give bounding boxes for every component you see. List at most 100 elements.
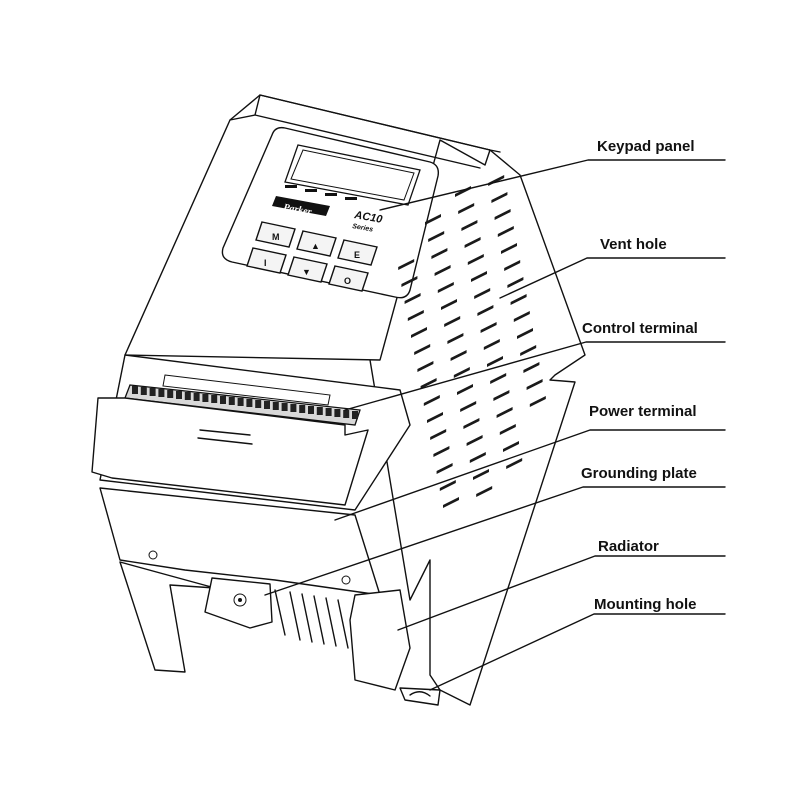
vent-slot: [466, 435, 483, 446]
label-keypad-panel: Keypad panel: [597, 138, 695, 155]
vent-slot: [417, 361, 434, 372]
label-radiator: Radiator: [598, 538, 659, 555]
control-pin: [264, 401, 270, 409]
vent-slot: [483, 339, 500, 350]
vent-slot: [433, 446, 450, 457]
key-m[interactable]: M: [255, 221, 296, 248]
vent-slot: [443, 497, 459, 508]
control-pin: [140, 387, 147, 395]
vent-slot: [517, 328, 533, 339]
vent-slot: [526, 379, 543, 390]
vent-holes: [398, 175, 546, 508]
vent-slot: [520, 345, 537, 356]
control-pin: [255, 400, 262, 408]
control-pin: [325, 408, 332, 416]
vent-slot: [493, 390, 510, 401]
control-pin: [343, 410, 350, 418]
control-pin: [193, 393, 200, 401]
svg-text:▼: ▼: [302, 267, 311, 277]
control-pin: [352, 411, 358, 419]
vent-slot: [461, 220, 478, 231]
vent-slot: [464, 237, 481, 248]
vent-slot: [467, 254, 484, 265]
svg-text:▲: ▲: [311, 241, 320, 251]
svg-text:I: I: [264, 258, 267, 268]
vent-slot: [491, 192, 508, 203]
vent-slot: [473, 469, 489, 480]
vent-slot: [430, 429, 447, 440]
vent-slot: [404, 293, 421, 304]
callout-power-terminal: Power terminal: [334, 403, 726, 521]
callout-radiator: Radiator: [397, 538, 726, 631]
control-pin: [132, 386, 138, 394]
control-terminal-strip: [124, 374, 361, 426]
control-pin: [211, 395, 218, 403]
key-i[interactable]: I: [246, 247, 287, 274]
vent-slot: [477, 305, 494, 316]
control-pin: [290, 404, 297, 412]
vent-slot: [463, 418, 480, 429]
vent-slot: [414, 344, 431, 355]
vent-slot: [469, 452, 486, 463]
vent-slot: [529, 396, 546, 407]
vent-slot: [450, 350, 467, 361]
label-mounting-hole: Mounting hole: [594, 596, 696, 613]
vent-slot: [476, 486, 493, 497]
vent-slot: [487, 356, 503, 367]
vent-slot: [423, 395, 440, 406]
control-pin: [246, 399, 253, 407]
control-pin: [149, 388, 156, 396]
svg-text:E: E: [354, 250, 360, 260]
vent-slot: [513, 311, 530, 322]
keypad: Parker AC10 Series M ▲ E I: [221, 126, 440, 299]
vent-slot: [501, 243, 517, 254]
vent-slot: [494, 209, 511, 220]
control-pin: [299, 405, 306, 413]
key-down[interactable]: ▼: [287, 256, 328, 283]
vent-slot: [497, 226, 514, 237]
vent-slot: [496, 407, 513, 418]
keypad-display: [284, 144, 421, 206]
control-pin: [316, 407, 323, 415]
vent-slot: [431, 248, 448, 259]
vent-slot: [457, 384, 473, 395]
label-vent-hole: Vent hole: [600, 236, 667, 253]
vent-slot: [428, 231, 445, 242]
control-pin: [220, 396, 226, 404]
key-o[interactable]: O: [328, 265, 369, 292]
vent-slot: [434, 265, 451, 276]
key-e[interactable]: E: [337, 239, 378, 266]
control-pin: [308, 406, 314, 414]
svg-text:O: O: [344, 276, 351, 286]
mounting-foot: [399, 687, 441, 706]
vent-slot: [439, 480, 456, 491]
label-control-terminal: Control terminal: [582, 320, 698, 337]
control-pin: [158, 389, 165, 397]
vent-slot: [458, 203, 475, 214]
vent-slot: [441, 299, 457, 310]
vent-slot: [436, 463, 453, 474]
control-pin: [272, 402, 279, 410]
svg-text:M: M: [272, 232, 280, 242]
callout-keypad-panel: Keypad panel: [379, 138, 726, 211]
control-pin: [228, 397, 235, 405]
grounding-plate-part: [204, 577, 273, 629]
label-power-terminal: Power terminal: [589, 403, 697, 420]
vent-slot: [401, 276, 418, 287]
vent-slot: [427, 412, 443, 423]
terminal-cover: [91, 397, 369, 506]
vent-slot: [490, 373, 507, 384]
control-pin: [167, 390, 174, 398]
control-pin: [281, 403, 288, 411]
key-up[interactable]: ▲: [296, 230, 337, 257]
callout-control-terminal: Control terminal: [344, 320, 726, 411]
vent-slot: [420, 378, 437, 389]
control-pin: [176, 391, 182, 399]
vent-slot: [504, 260, 521, 271]
control-pin: [334, 409, 341, 417]
vent-slot: [503, 441, 519, 452]
vent-slot: [474, 288, 491, 299]
vent-slot: [480, 322, 497, 333]
vent-slot: [425, 214, 441, 225]
